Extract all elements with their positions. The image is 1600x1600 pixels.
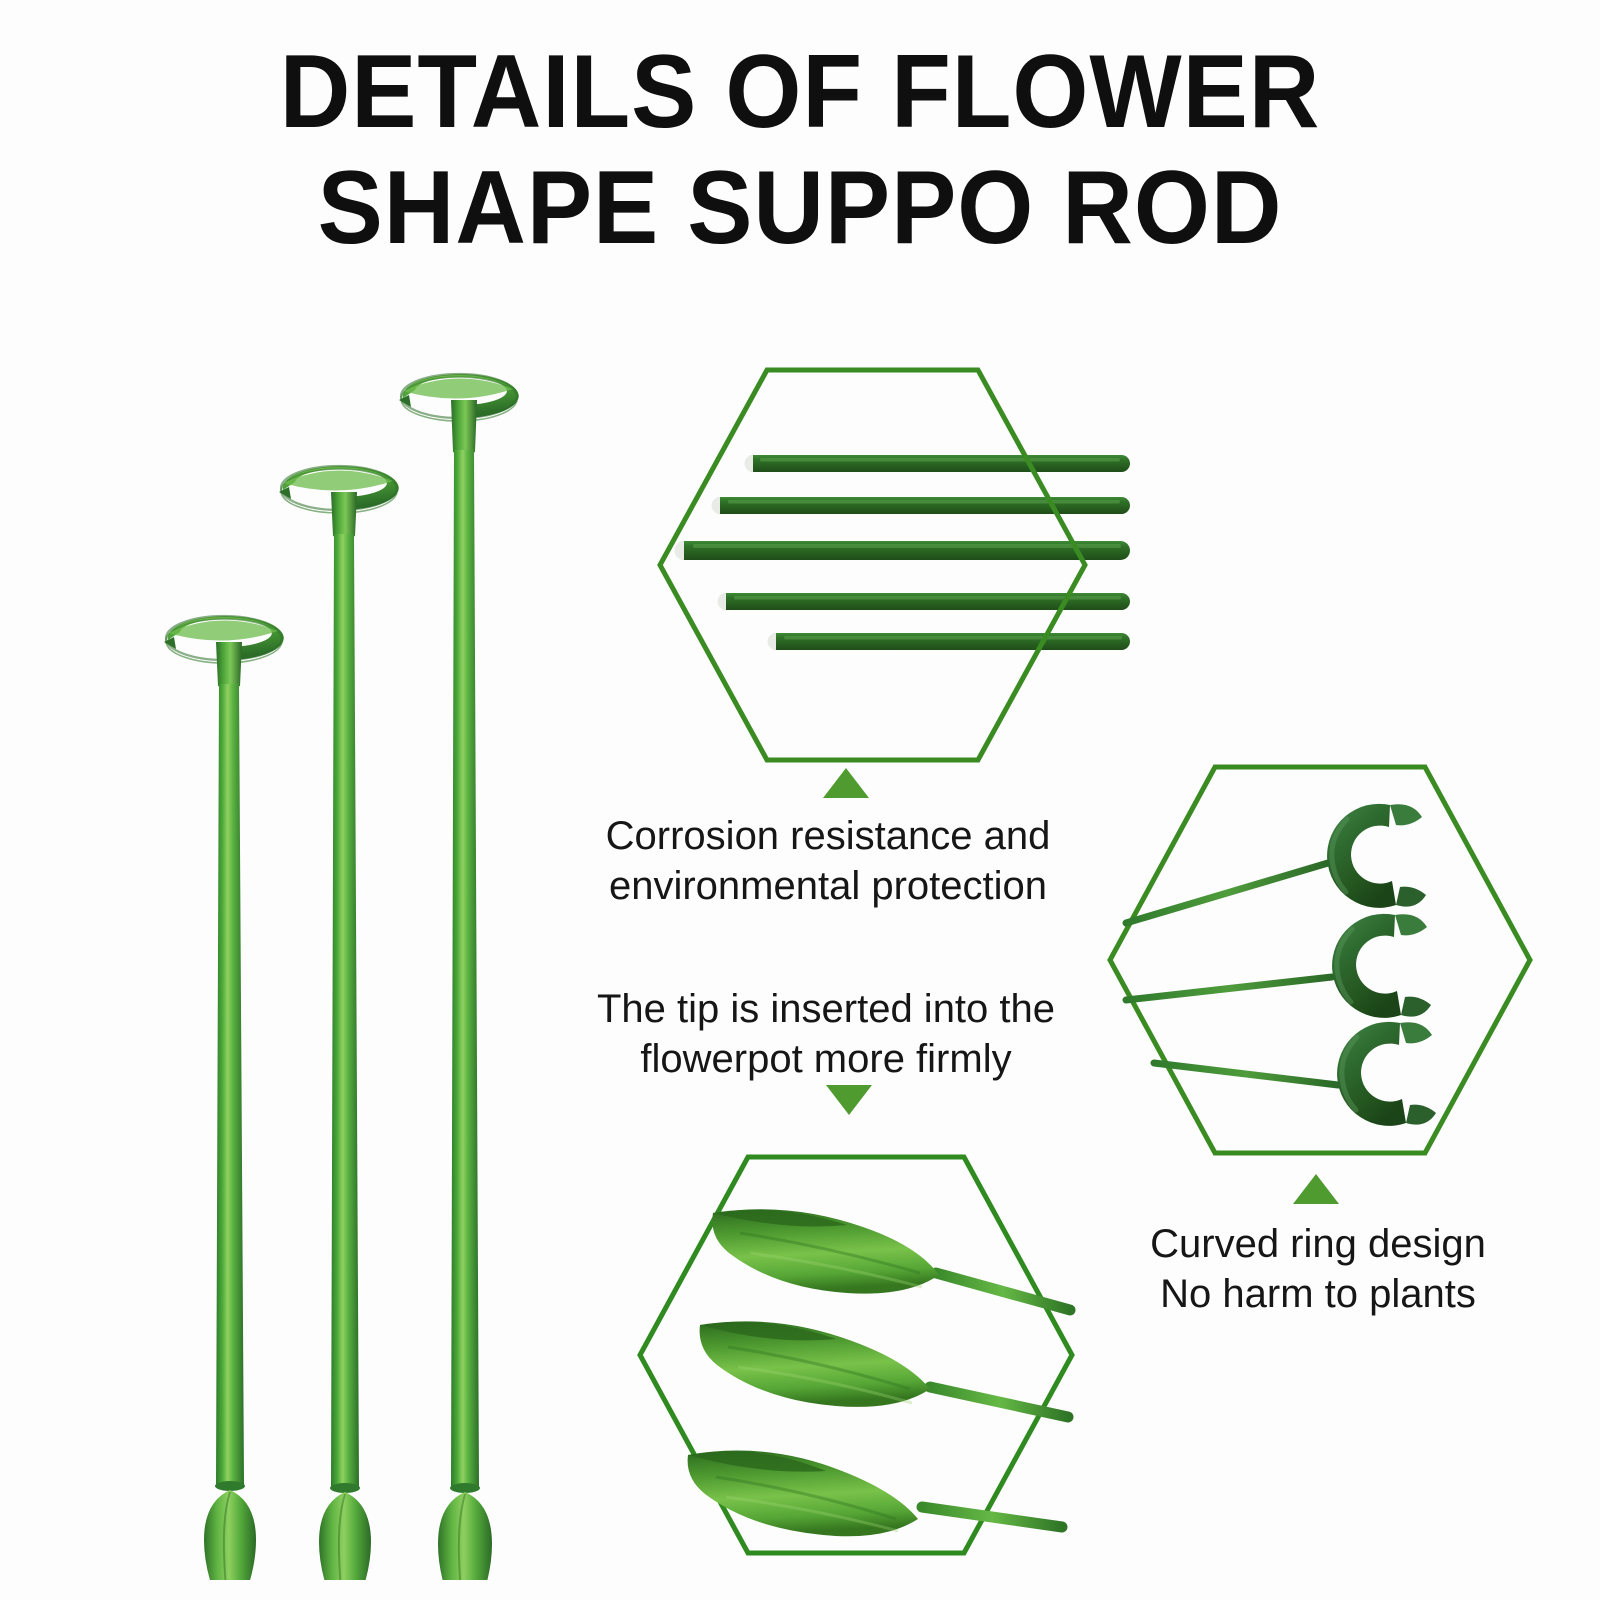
stake-medium-joint xyxy=(330,1483,360,1493)
caption-curved-ring: Curved ring design No harm to plants xyxy=(1108,1220,1528,1319)
triangle-down-icon-tip xyxy=(826,1085,872,1115)
stake-medium-shaft xyxy=(331,534,359,1486)
straight-rod-2 xyxy=(711,497,1130,514)
stake-short-tip xyxy=(204,1490,256,1580)
straight-rod-5 xyxy=(767,633,1130,650)
caption-corrosion-line-1: Corrosion resistance and xyxy=(605,814,1051,858)
caption-ring-line-2: No harm to plants xyxy=(1160,1271,1476,1316)
stake-tall-ring-head xyxy=(399,372,519,422)
caption-corrosion-resistance: Corrosion resistance and environmental p… xyxy=(568,812,1088,911)
caption-tip-line-2: flowerpot more firmly xyxy=(640,1036,1012,1081)
stake-tall-tip xyxy=(438,1492,492,1580)
caption-corrosion-line-2: environmental protection xyxy=(608,863,1048,908)
page-title-line-2: SHAPE SUPPO ROD xyxy=(317,150,1283,267)
hexagon-rings-panel xyxy=(1107,764,1533,1156)
ring-clip-3 xyxy=(1337,1021,1436,1126)
stake-tall-joint xyxy=(450,1483,480,1493)
triangle-up-icon-corrosion xyxy=(823,768,869,798)
stake-medium-tip xyxy=(319,1492,371,1580)
hexagon-tips-panel xyxy=(637,1154,1076,1556)
stake-short-shaft xyxy=(216,684,244,1484)
stake-short-collar xyxy=(216,642,242,689)
page-title: DETAILS OF FLOWER SHAPE SUPPO ROD xyxy=(180,34,1420,267)
straight-rod-1 xyxy=(744,455,1130,472)
triangle-up-icon-ring xyxy=(1293,1174,1339,1204)
stake-medium-collar xyxy=(331,492,357,539)
stake-short-ring-head xyxy=(164,614,284,664)
pointed-tip-3 xyxy=(687,1450,1068,1537)
ring-clip-1 xyxy=(1327,803,1426,908)
stake-tall-collar xyxy=(451,400,477,455)
pointed-tip-1 xyxy=(712,1209,1076,1316)
stake-short-joint xyxy=(215,1481,245,1491)
hexagon-rods-panel xyxy=(657,367,1130,763)
pointed-tip-2 xyxy=(699,1321,1074,1423)
support-stakes-illustration xyxy=(164,372,519,1580)
hexagon-outline-rings xyxy=(1107,764,1533,1156)
caption-ring-line-1: Curved ring design xyxy=(1150,1222,1486,1266)
straight-rod-4 xyxy=(717,593,1130,610)
ring-clip-2 xyxy=(1332,913,1431,1018)
stake-short xyxy=(164,614,284,1580)
hexagon-outline-tips xyxy=(637,1154,1075,1556)
ring-clip-stems xyxy=(1122,859,1342,1089)
hexagon-outline-rods xyxy=(657,367,1088,763)
stake-tall-shaft xyxy=(451,450,479,1486)
straight-rod-3 xyxy=(674,541,1130,560)
stake-tall xyxy=(399,372,519,1580)
caption-tip-insertion: The tip is inserted into the flowerpot m… xyxy=(556,985,1096,1084)
stake-medium xyxy=(279,464,399,1580)
caption-tip-line-1: The tip is inserted into the xyxy=(596,987,1056,1031)
straight-rods-group xyxy=(674,455,1130,650)
stake-medium-ring-head xyxy=(279,464,399,514)
page-title-line-1: DETAILS OF FLOWER xyxy=(279,34,1321,150)
